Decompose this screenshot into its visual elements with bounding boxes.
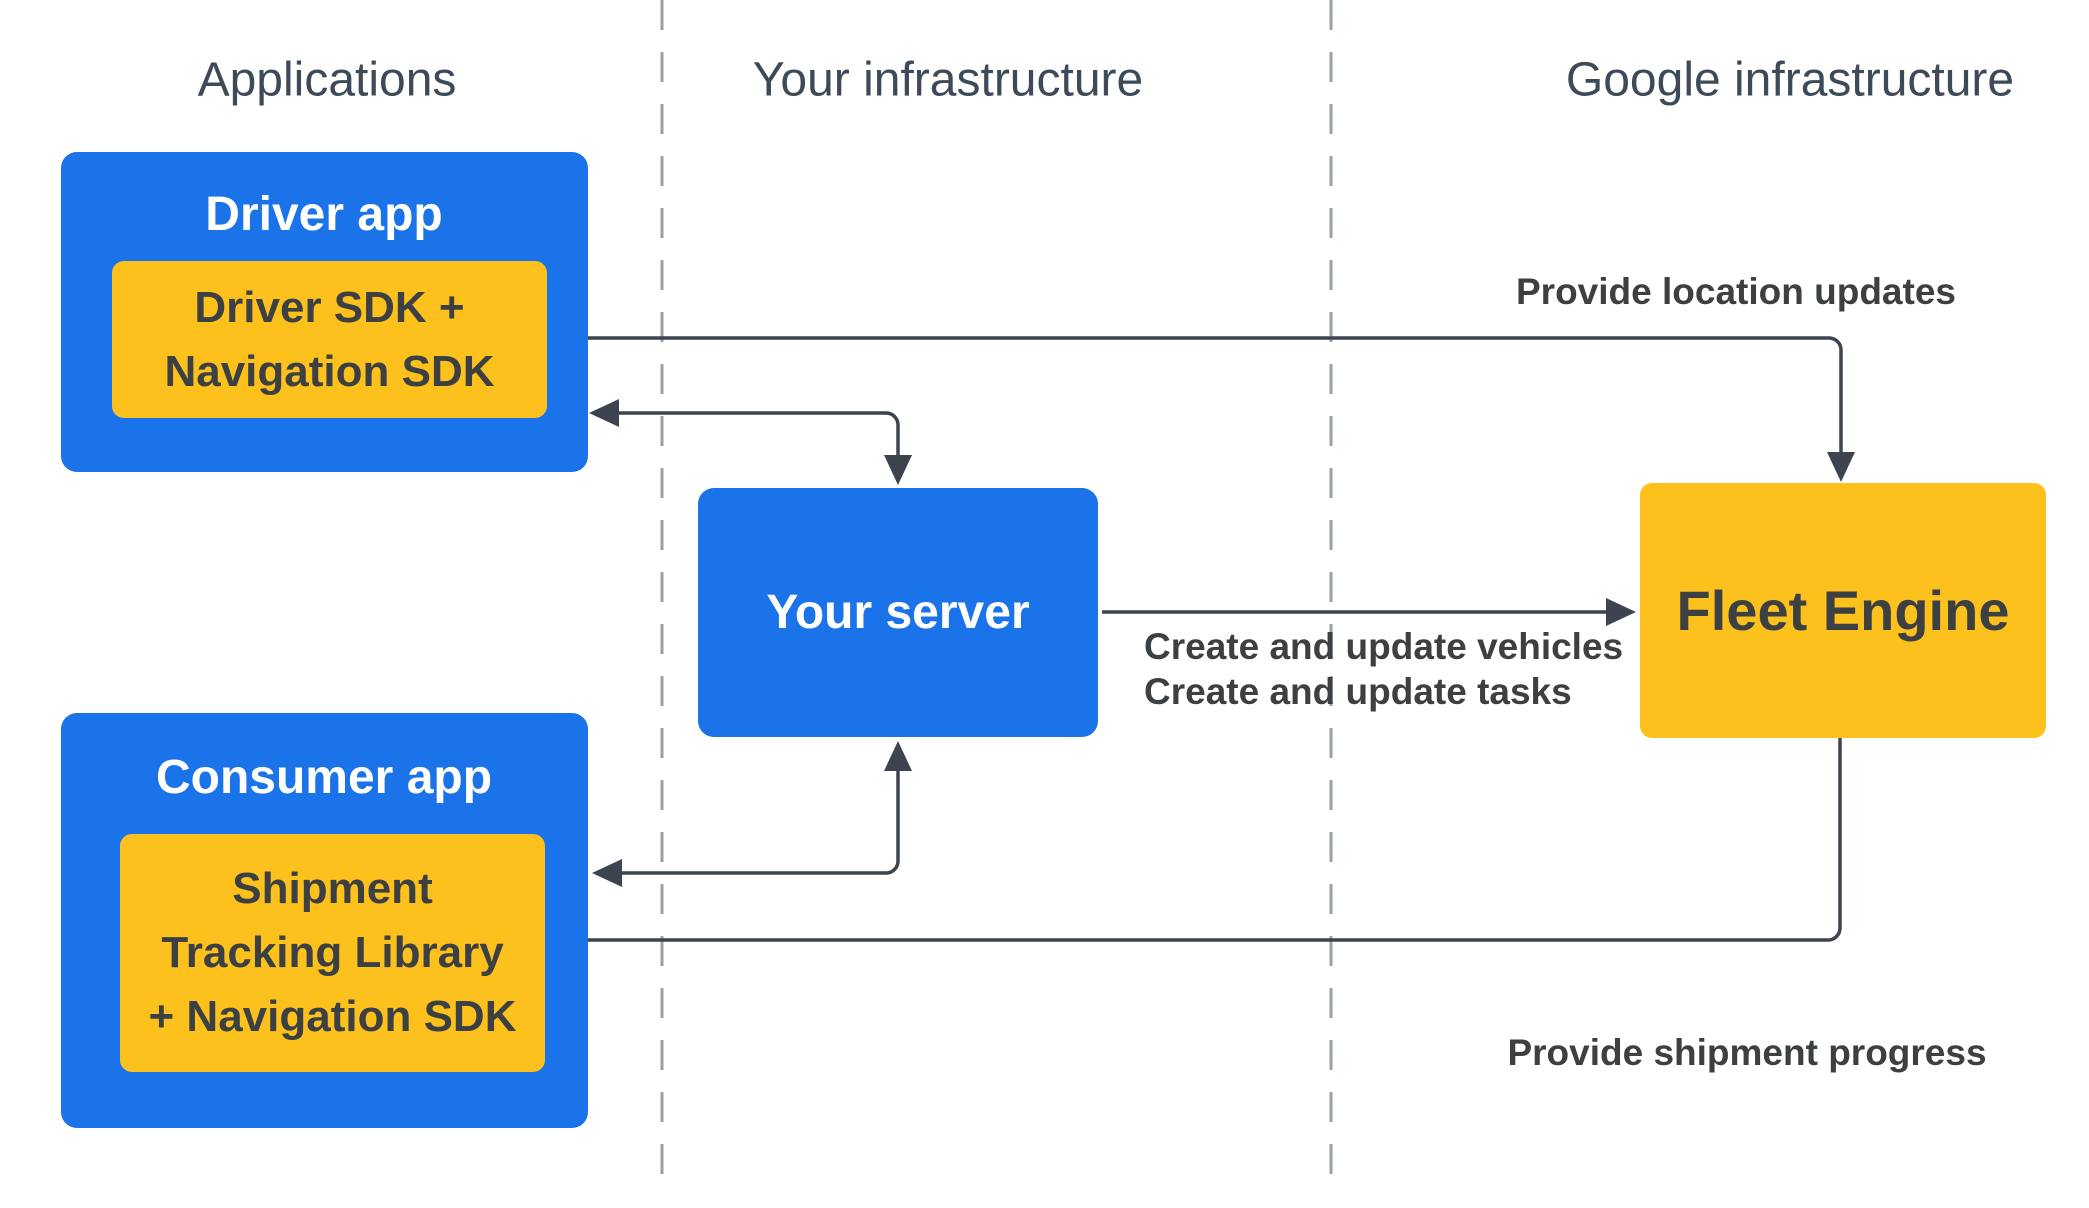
arrow-create-and-update [1102,598,1636,626]
label-provide-shipment-progress: Provide shipment progress [1507,1032,1987,1073]
fleet-engine-box: Fleet Engine [1640,483,2046,738]
driver-sdk-line-1: Driver SDK + [194,282,465,332]
shipment-tracking-box: Shipment Tracking Library + Navigation S… [120,834,545,1072]
arrowhead-into-your-server-bottom [884,741,912,771]
your-server-box: Your server [698,488,1098,737]
arrow-driver-app-your-server [589,399,912,485]
driver-sdk-line-2: Navigation SDK [164,346,495,396]
arrowhead-into-your-server-top [884,455,912,485]
shipment-tracking-line-3: + Navigation SDK [148,992,517,1041]
label-create-update-vehicles: Create and update vehicles [1144,626,1624,667]
column-header-google-infrastructure: Google infrastructure [1565,53,2015,107]
fleet-engine-title: Fleet Engine [1676,579,2010,642]
driver-app-title: Driver app [205,188,443,241]
label-create-update-tasks: Create and update tasks [1144,671,1572,712]
arrowhead-into-fleet-engine-left [1606,598,1636,626]
arrow-consumer-app-your-server [592,741,912,887]
arrowhead-into-consumer-app [592,859,622,887]
label-provide-location-updates: Provide location updates [1516,271,1956,312]
shipment-tracking-line-2: Tracking Library [161,928,504,977]
your-server-title: Your server [766,586,1030,639]
arrow-provide-shipment-progress [546,738,1842,954]
consumer-app-title: Consumer app [155,751,493,804]
driver-sdk-box: Driver SDK + Navigation SDK [112,261,547,418]
column-header-applications: Applications [197,53,457,107]
arrow-provide-location-updates [549,324,1855,482]
shipment-tracking-line-1: Shipment [232,864,433,913]
arrowhead-into-fleet-engine-top [1827,452,1855,482]
arrowhead-into-driver-app [589,399,619,427]
column-header-your-infrastructure: Your infrastructure [752,53,1144,107]
